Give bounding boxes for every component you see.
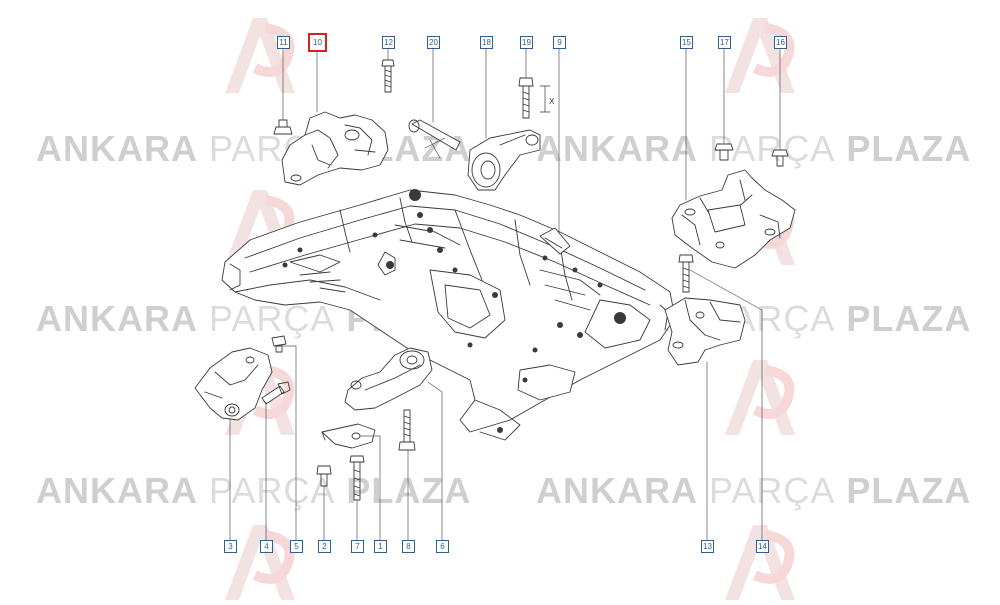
callout-3[interactable]: 3 — [224, 540, 237, 553]
callout-9[interactable]: 9 — [553, 36, 566, 49]
callout-19[interactable]: 19 — [520, 36, 533, 49]
part-2-bolt — [316, 465, 332, 487]
callout-17[interactable]: 17 — [718, 36, 731, 49]
callout-20[interactable]: 20 — [427, 36, 440, 49]
callout-1[interactable]: 1 — [374, 540, 387, 553]
part-5-bolt — [271, 335, 287, 353]
subframe-cradle — [221, 189, 676, 441]
watermark-logo-icon — [225, 525, 295, 600]
watermark-logo-icon — [725, 525, 795, 600]
watermark-text: ANKARA PARÇA PLAZA — [536, 128, 972, 169]
callout-4[interactable]: 4 — [260, 540, 273, 553]
part-7-bolt — [349, 455, 365, 501]
part-16-bolt — [771, 149, 789, 167]
callout-6[interactable]: 6 — [436, 540, 449, 553]
callout-16[interactable]: 16 — [774, 36, 787, 49]
callout-14[interactable]: 14 — [756, 540, 769, 553]
callout-12[interactable]: 12 — [382, 36, 395, 49]
callout-13[interactable]: 13 — [701, 540, 714, 553]
watermark-logo-icon — [725, 360, 795, 435]
part-8-bolt — [398, 409, 416, 451]
part-12-bolt — [381, 59, 395, 93]
part-3-mount — [194, 347, 273, 421]
part-14-bolt — [678, 254, 694, 293]
part-10-engine-mount — [281, 111, 389, 186]
callout-5[interactable]: 5 — [290, 540, 303, 553]
callout-8[interactable]: 8 — [402, 540, 415, 553]
callout-10-highlighted[interactable]: 10 — [308, 33, 327, 52]
callout-18[interactable]: 18 — [480, 36, 493, 49]
part-11-bolt — [273, 119, 293, 135]
callout-11[interactable]: 11 — [277, 36, 290, 49]
leader-lines — [229, 47, 781, 541]
callout-15[interactable]: 15 — [680, 36, 693, 49]
callout-2[interactable]: 2 — [318, 540, 331, 553]
part-19-bolt — [518, 77, 551, 119]
part-4-bolt — [261, 381, 291, 405]
part-17-bolt — [714, 143, 734, 161]
part-13-bracket — [664, 297, 746, 366]
watermark-text: ANKARA PARÇA PLAZA — [536, 470, 972, 511]
dimension-label: X — [549, 97, 555, 106]
watermark-logo-icon — [225, 18, 295, 93]
watermark-text: ANKARA PARÇA PLAZA — [36, 470, 472, 511]
part-9-clip — [539, 227, 571, 255]
part-20-bolt — [408, 119, 461, 159]
part-6-torque-mount — [344, 347, 433, 411]
callout-7[interactable]: 7 — [351, 540, 364, 553]
watermark-logo-icon — [725, 18, 795, 93]
part-18-torque-rod — [467, 129, 541, 191]
subframe-holes — [282, 189, 626, 433]
part-15-gearbox-mount — [671, 169, 796, 269]
